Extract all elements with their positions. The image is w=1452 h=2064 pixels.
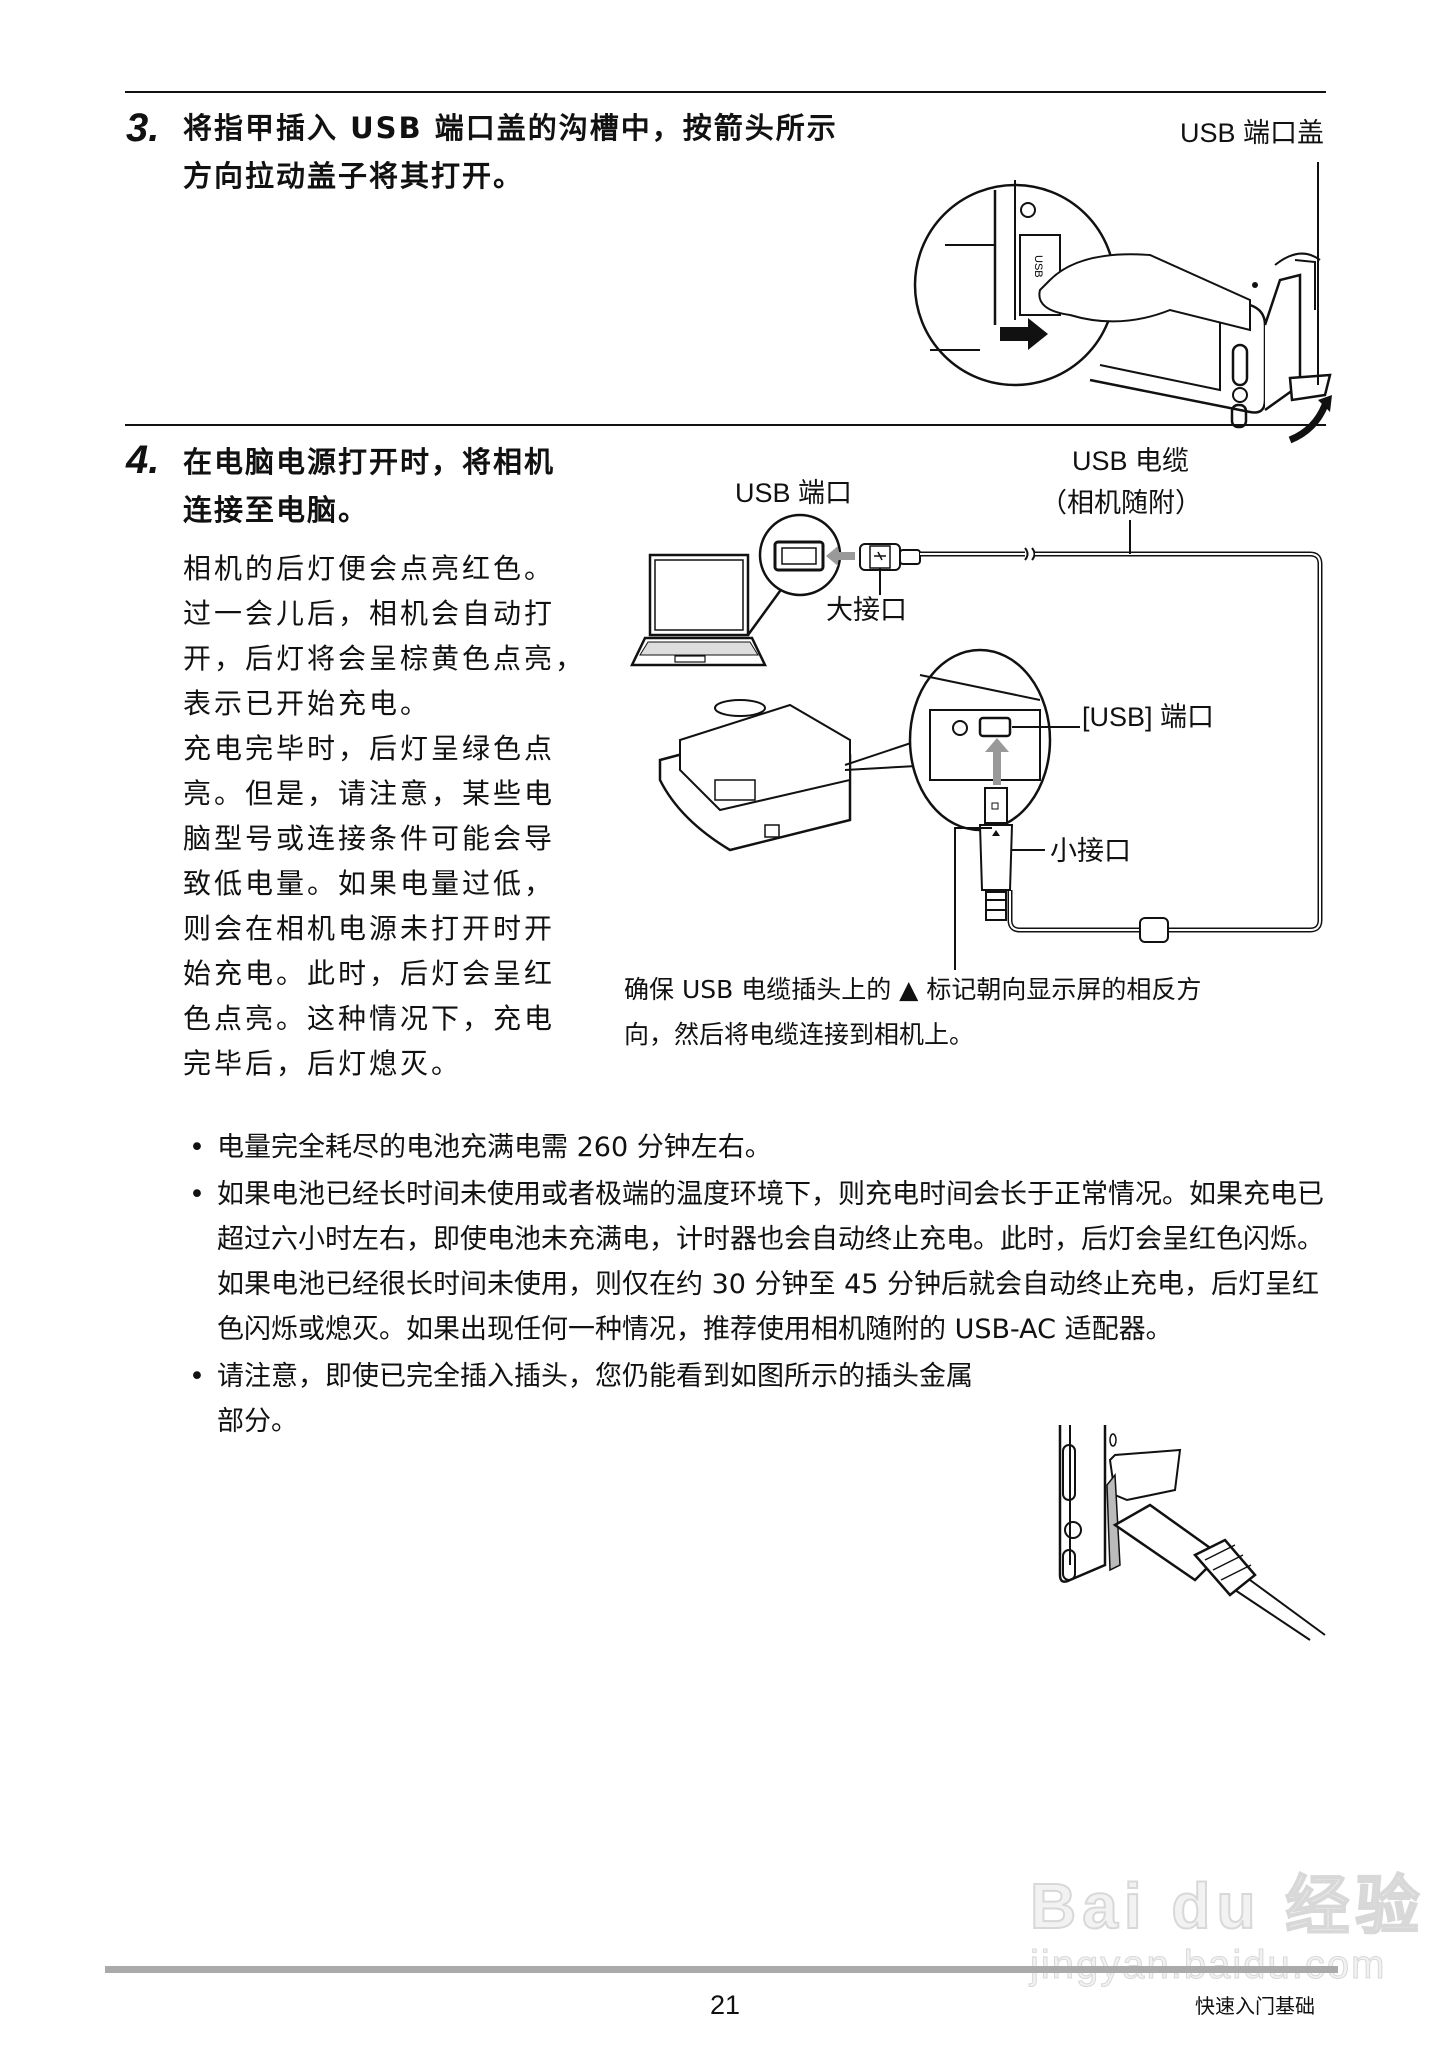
step-3-title-line-1: 将指甲插入 USB 端口盖的沟槽中，按箭头所示	[183, 111, 838, 145]
note-item: • 如果电池已经长时间未使用或者极端的温度环境下，则充电时间会长于正常情况。如果…	[185, 1172, 1335, 1352]
note-item: • 电量完全耗尽的电池充满电需 260 分钟左右。	[185, 1125, 1335, 1170]
watermark-brand: Bai du 经验	[1029, 1869, 1426, 1943]
caption-line-1: 确保 USB 电缆插头上的 ▲ 标记朝向显示屏的相反方	[624, 975, 1202, 1004]
usb-cable-note-label: （相机随附）	[1040, 488, 1202, 518]
section-divider	[125, 424, 1326, 426]
watermark-url: jingyan.baidu.com	[1029, 1943, 1387, 1988]
body-line: 色点亮。这种情况下，充电	[183, 1002, 556, 1035]
body-line: 开，后灯将会呈棕黄色点亮，	[183, 642, 587, 675]
computer-usb-port-label: USB 端口	[735, 478, 853, 508]
caption-line-2: 向，然后将电缆连接到相机上。	[624, 1020, 975, 1049]
note-text: 如果电池已经长时间未使用或者极端的温度环境下，则充电时间会长于正常情况。如果充电…	[217, 1179, 1324, 1345]
small-connector-label: 小接口	[1050, 836, 1131, 866]
bullet-icon: •	[189, 1132, 205, 1163]
body-line: 相机的后灯便会点亮红色。	[183, 552, 556, 585]
step-3-number: 3.	[126, 106, 160, 150]
body-line: 充电完毕时，后灯呈绿色点	[183, 732, 556, 765]
footer-bar	[105, 1966, 1338, 1973]
note-item: • 请注意，即使已完全插入插头，您仍能看到如图所示的插头金属部分。	[185, 1354, 997, 1444]
plug-metal-illustration	[1058, 1425, 1326, 1641]
usb-cable-label: USB 电缆	[1072, 446, 1190, 476]
step-4-title-line-2: 连接至电脑。	[183, 493, 370, 527]
usb-connection-illustration	[630, 513, 1323, 970]
section-divider	[125, 91, 1326, 93]
note-text: 请注意，即使已完全插入插头，您仍能看到如图所示的插头金属部分。	[217, 1361, 973, 1437]
body-line: 亮。但是，请注意，某些电	[183, 777, 556, 810]
body-line: 始充电。此时，后灯会呈红	[183, 957, 556, 990]
large-connector-label: 大接口	[826, 595, 907, 625]
camera-usb-port-label: [USB] 端口	[1082, 702, 1215, 732]
body-line: 过一会儿后，相机会自动打	[183, 597, 556, 630]
bullet-icon: •	[189, 1179, 205, 1210]
connection-caption: 确保 USB 电缆插头上的 ▲ 标记朝向显示屏的相反方 向，然后将电缆连接到相机…	[624, 967, 1344, 1057]
body-line: 表示已开始充电。	[183, 687, 432, 720]
step-4-number: 4.	[126, 438, 160, 482]
bullet-icon: •	[189, 1361, 205, 1392]
open-usb-cover-illustration: USB	[913, 162, 1332, 444]
baidu-watermark: Bai du 经验 jingyan.baidu.com	[1029, 1855, 1426, 1988]
step-3-title: 将指甲插入 USB 端口盖的沟槽中，按箭头所示 方向拉动盖子将其打开。	[183, 104, 883, 200]
body-line: 致低电量。如果电量过低，	[183, 867, 556, 900]
section-label: 快速入门基础	[1195, 1994, 1315, 2018]
step-4-title: 在电脑电源打开时，将相机 连接至电脑。	[183, 438, 623, 534]
step-4-title-line-1: 在电脑电源打开时，将相机	[183, 445, 556, 479]
note-text: 电量完全耗尽的电池充满电需 260 分钟左右。	[217, 1132, 772, 1163]
notes-list: • 电量完全耗尽的电池充满电需 260 分钟左右。 • 如果电池已经长时间未使用…	[185, 1125, 1335, 1446]
usb-port-cover-label: USB 端口盖	[1180, 118, 1325, 148]
body-line: 则会在相机电源未打开时开	[183, 912, 556, 945]
step-3-title-line-2: 方向拉动盖子将其打开。	[183, 159, 525, 193]
page-number: 21	[710, 1990, 741, 2020]
body-line: 完毕后，后灯熄灭。	[183, 1047, 463, 1080]
svg-text:USB: USB	[1032, 255, 1044, 278]
body-line: 脑型号或连接条件可能会导	[183, 822, 556, 855]
step-4-description: 相机的后灯便会点亮红色。 过一会儿后，相机会自动打 开，后灯将会呈棕黄色点亮， …	[183, 546, 613, 1086]
